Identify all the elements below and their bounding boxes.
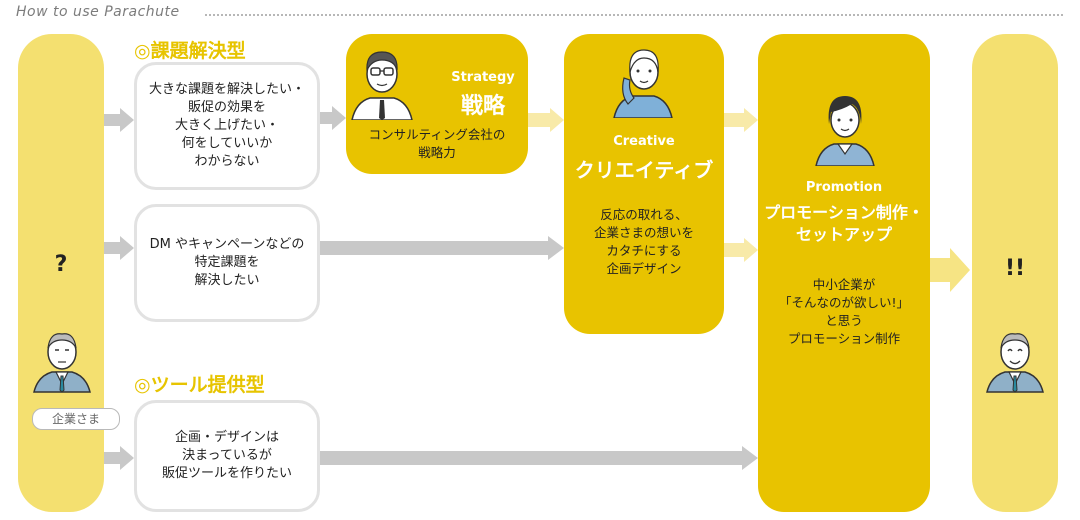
creative-description: 反応の取れる、 企業さまの想いを カタチにする 企画デザイン xyxy=(593,207,694,276)
arrow-strategy-to-creative xyxy=(528,108,564,132)
strategy-description: コンサルティング会社の 戦略力 xyxy=(368,127,506,160)
strategy-label-en: Strategy xyxy=(451,70,515,85)
arrow-need3-to-promotion xyxy=(320,446,758,470)
arrow-promotion-to-result xyxy=(930,248,970,292)
question-mark: ? xyxy=(54,252,68,277)
creative-label-jp: クリエイティブ xyxy=(574,158,714,182)
arrow-creative-to-promotion-2 xyxy=(724,238,758,262)
arrow-to-need-3 xyxy=(104,446,134,470)
section-title-problem: ◎課題解決型 xyxy=(134,40,246,62)
page-title: How to use Parachute xyxy=(16,4,180,20)
promotion-description: 中小企業が 「そんなのが欲しい!」 と思う プロモーション制作 xyxy=(778,277,909,346)
businessman-happy-icon xyxy=(983,322,1047,394)
section-title-tool: ◎ツール提供型 xyxy=(134,374,265,396)
promoter-icon xyxy=(812,84,878,166)
arrow-need2-to-creative xyxy=(320,236,564,260)
creative-label-en: Creative xyxy=(613,134,675,149)
client-column xyxy=(18,34,104,512)
arrow-to-need-2 xyxy=(104,236,134,260)
need-box-large-issue: 大きな課題を解決したい・ 販促の効果を 大きく上げたい・ 何をしていいか わから… xyxy=(134,62,320,190)
result-column xyxy=(972,34,1058,512)
arrow-creative-to-promotion-1 xyxy=(724,108,758,132)
businessman-icon xyxy=(30,322,94,394)
designer-icon xyxy=(610,38,676,118)
promotion-label-jp: プロモーション制作・ セットアップ xyxy=(764,203,924,244)
need-box-specific-issue: DM やキャンペーンなどの 特定課題を 解決したい xyxy=(134,204,320,322)
header-divider xyxy=(205,14,1063,16)
need-box-tool: 企画・デザインは 決まっているが 販促ツールを作りたい xyxy=(134,400,320,512)
arrow-to-strategy xyxy=(320,106,346,130)
exclamation-mark: !! xyxy=(1004,256,1026,281)
consultant-icon xyxy=(350,40,414,120)
arrow-to-need-1 xyxy=(104,108,134,132)
promotion-label-en: Promotion xyxy=(805,180,883,195)
strategy-label-jp: 戦略 xyxy=(460,94,505,119)
client-badge: 企業さま xyxy=(32,408,120,430)
